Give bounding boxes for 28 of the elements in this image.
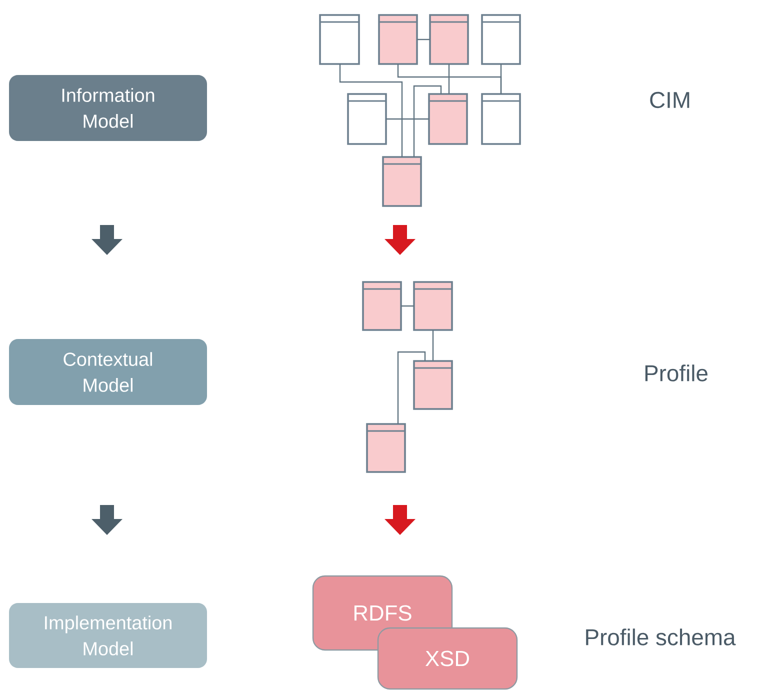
model-box: Implementation Model — [9, 603, 207, 668]
class-box — [378, 14, 418, 65]
layer-label: Profile — [645, 364, 708, 382]
connector-line — [386, 118, 429, 120]
class-box — [347, 93, 387, 145]
class-box — [366, 423, 406, 473]
connector-line — [500, 64, 502, 94]
connector-line — [339, 64, 403, 157]
schema-box: XSD — [377, 627, 518, 690]
class-box — [428, 93, 468, 145]
class-box — [413, 281, 453, 331]
layer-label: CIM — [650, 92, 690, 108]
connector-line — [417, 38, 430, 40]
model-box: Contextual Model — [9, 339, 207, 405]
connector-line — [401, 305, 414, 307]
connector-line — [413, 85, 442, 157]
class-box — [362, 281, 402, 331]
connector-line — [432, 330, 434, 361]
class-box — [481, 14, 521, 65]
class-box — [319, 14, 360, 65]
connector-line — [397, 351, 426, 424]
class-box — [481, 93, 521, 145]
layer-label: Profile schema — [586, 628, 736, 646]
class-box — [429, 14, 469, 65]
model-box: Information Model — [9, 75, 207, 141]
class-box — [413, 360, 453, 410]
connector-line — [448, 64, 450, 94]
class-box — [382, 156, 422, 207]
